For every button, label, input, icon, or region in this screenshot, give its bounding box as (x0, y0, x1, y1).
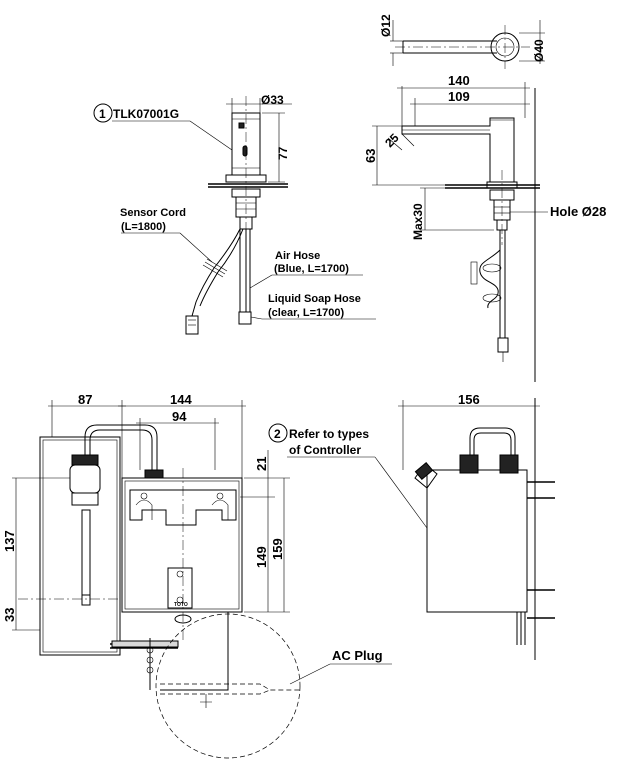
callout-controller: 2 (268, 423, 428, 529)
dim-h77: 77 (276, 146, 290, 160)
dim-h21: 21 (254, 457, 269, 471)
sensor-cord-length: (L=1800) (121, 221, 166, 233)
dim-w140: 140 (448, 73, 470, 88)
dim-max30: Max30 (411, 203, 425, 240)
dim-d12: Ø12 (379, 14, 393, 37)
faucet-side-view (372, 82, 548, 382)
dim-w87: 87 (78, 392, 92, 407)
callout-faucet-label: TLK07001G (113, 107, 179, 121)
dim-h137: 137 (2, 530, 17, 552)
air-hose-label: Air Hose (275, 250, 320, 262)
callout-controller-line2: of Controller (289, 443, 361, 457)
dim-w144: 144 (170, 392, 192, 407)
maker-mark: TOTO (174, 602, 188, 608)
soap-hose-label: Liquid Soap Hose (268, 293, 361, 305)
controller-side-view (398, 398, 555, 660)
soap-hose-spec: (clear, L=1700) (268, 307, 344, 319)
dim-w156: 156 (458, 392, 480, 407)
sensor-cord-label: Sensor Cord (120, 207, 186, 219)
dim-w94: 94 (172, 409, 187, 424)
dim-d40: Ø40 (532, 39, 546, 62)
dim-h33: 33 (2, 608, 17, 622)
faucet-front-view (185, 96, 292, 335)
callout-faucet-number: 1 (99, 107, 106, 121)
dim-h149: 149 (254, 546, 269, 568)
controller-front-view (12, 400, 301, 759)
spout-top-view (390, 20, 545, 69)
dim-h63: 63 (363, 149, 378, 163)
ac-plug-label: AC Plug (332, 648, 383, 663)
dim-d33: Ø33 (261, 93, 284, 107)
dim-h159: 159 (270, 538, 285, 560)
callout-controller-number: 2 (274, 427, 281, 441)
callout-faucet: 1 (93, 103, 233, 151)
dim-w109: 109 (448, 89, 470, 104)
air-hose-spec: (Blue, L=1700) (274, 263, 349, 275)
hole-label: Hole Ø28 (550, 204, 606, 219)
callout-controller-line1: Refer to types (289, 427, 369, 441)
